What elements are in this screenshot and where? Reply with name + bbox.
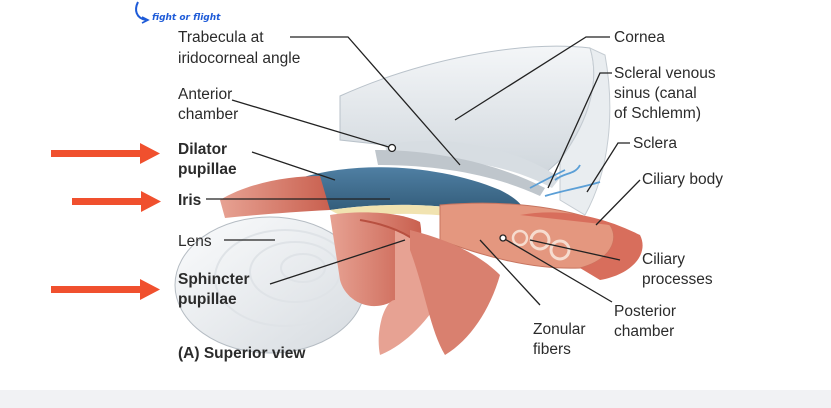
diagram-canvas: fight or flight (51, 1, 723, 362)
trabecula-leader (290, 36, 461, 166)
handwritten-annotation: fight or flight (135, 1, 221, 24)
label-ciliary-processes-line1: Ciliary (642, 251, 685, 268)
label-trabecula-line2: iridocorneal angle (178, 50, 300, 67)
arrow-sphincter-pupillae (51, 279, 160, 300)
posterior-chamber-marker (499, 234, 507, 242)
posterior-chamber-leader (502, 237, 613, 303)
label-sphincter-line1: Sphincter (178, 271, 249, 288)
label-zonular-line2: fibers (533, 341, 571, 358)
label-iris: Iris (178, 192, 201, 209)
arrow-dilator-pupillae (51, 143, 160, 164)
lens-shape (174, 216, 366, 354)
label-anterior-line2: chamber (178, 106, 238, 123)
anterior-chamber-marker (387, 143, 397, 153)
zonular-leader (479, 239, 541, 306)
anterior-chamber-leader (231, 99, 393, 149)
label-sclera: Sclera (633, 135, 677, 152)
scleral-venous-sinus-shape (529, 164, 601, 197)
ciliary-muscle-sheet (410, 230, 500, 355)
label-posterior-line1: Posterior (614, 303, 676, 320)
trabecula-band (375, 150, 545, 196)
dilator-pupillae-shape (220, 176, 330, 218)
label-dilator-line1: Dilator (178, 141, 227, 158)
highlight-arrows (51, 143, 161, 300)
right-labels: Cornea Scleral venous sinus (canal of Sc… (533, 29, 723, 358)
label-dilator-line2: pupillae (178, 161, 237, 178)
label-sphincter-line2: pupillae (178, 291, 237, 308)
label-ciliary-processes-line2: processes (642, 271, 713, 288)
label-zonular-line1: Zonular (533, 321, 586, 338)
arrow-iris (72, 191, 161, 212)
ciliary-body-shape (439, 202, 643, 280)
label-posterior-line2: chamber (614, 323, 674, 340)
label-trabecula-line1: Trabecula at (178, 29, 264, 46)
leader-lines (206, 36, 641, 306)
left-labels: Trabecula at iridocorneal angle Anterior… (178, 29, 306, 362)
sphincter-leader (269, 239, 406, 285)
cornea-leader (454, 36, 610, 121)
label-ciliary-body: Ciliary body (642, 171, 723, 188)
label-scleral-line3: of Schlemm) (614, 105, 701, 122)
sclera-leader (586, 142, 630, 193)
handwritten-note: fight or flight (152, 13, 221, 23)
ciliary-body-leader (595, 179, 641, 226)
footer-bar (0, 390, 831, 408)
label-anterior-line1: Anterior (178, 86, 232, 103)
ciliary-processes-leader (529, 239, 621, 261)
sclera-shape (559, 47, 611, 216)
dilator-leader (251, 151, 336, 181)
label-lens: Lens (178, 233, 212, 250)
scleral-sinus-leader (547, 72, 612, 189)
label-scleral-line1: Scleral venous (614, 65, 716, 82)
caption: (A) Superior view (178, 345, 306, 362)
label-scleral-line2: sinus (canal (614, 85, 697, 102)
label-cornea: Cornea (614, 29, 665, 46)
